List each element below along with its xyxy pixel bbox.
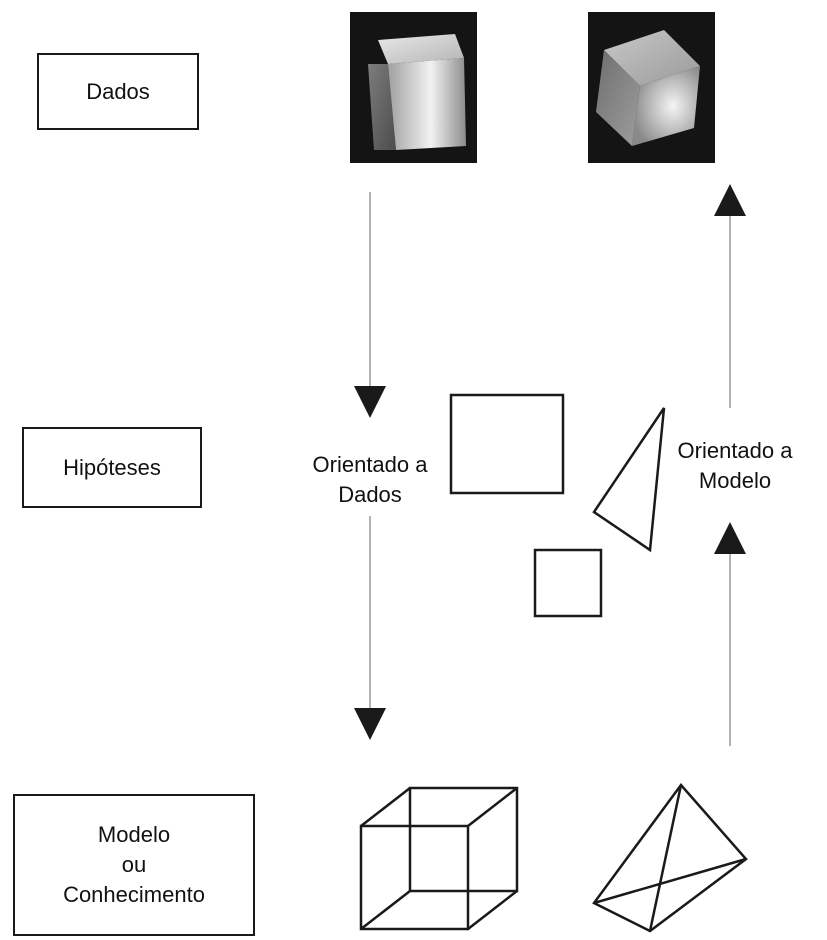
- level-label-hipoteses: Hipóteses: [63, 454, 161, 480]
- level-label-modelo-line2: ou: [121, 852, 147, 877]
- level-label-modelo-line1: Modelo: [97, 822, 171, 847]
- level-box-modelo: Modelo ou Conhecimento: [13, 794, 255, 936]
- data-image-cube-1: [350, 12, 477, 163]
- data-driven-label: Orientado a Dados: [270, 450, 470, 510]
- data-image-cube-2: [588, 12, 715, 163]
- model-driven-arrow-upper: [714, 184, 746, 408]
- model-driven-label-line1: Orientado a: [677, 438, 793, 463]
- model-wireframe-cube: [359, 786, 519, 931]
- hypothesis-triangle: [592, 407, 666, 553]
- hypothesis-square-small: [533, 548, 603, 618]
- data-driven-arrow-upper: [354, 192, 386, 418]
- model-wireframe-pyramid: [592, 783, 748, 933]
- hypothesis-square-large: [449, 393, 565, 495]
- data-driven-arrow-lower: [354, 516, 386, 740]
- level-label-modelo-line3: Conhecimento: [63, 882, 205, 907]
- level-label-dados: Dados: [86, 78, 150, 104]
- model-driven-label-line2: Modelo: [698, 468, 772, 493]
- data-driven-label-line1: Orientado a: [312, 452, 428, 477]
- data-driven-label-line2: Dados: [338, 482, 402, 507]
- model-driven-arrow-lower: [714, 522, 746, 746]
- level-box-dados: Dados: [37, 53, 199, 130]
- model-driven-label: Orientado a Modelo: [650, 436, 820, 496]
- level-box-hipoteses: Hipóteses: [22, 427, 202, 508]
